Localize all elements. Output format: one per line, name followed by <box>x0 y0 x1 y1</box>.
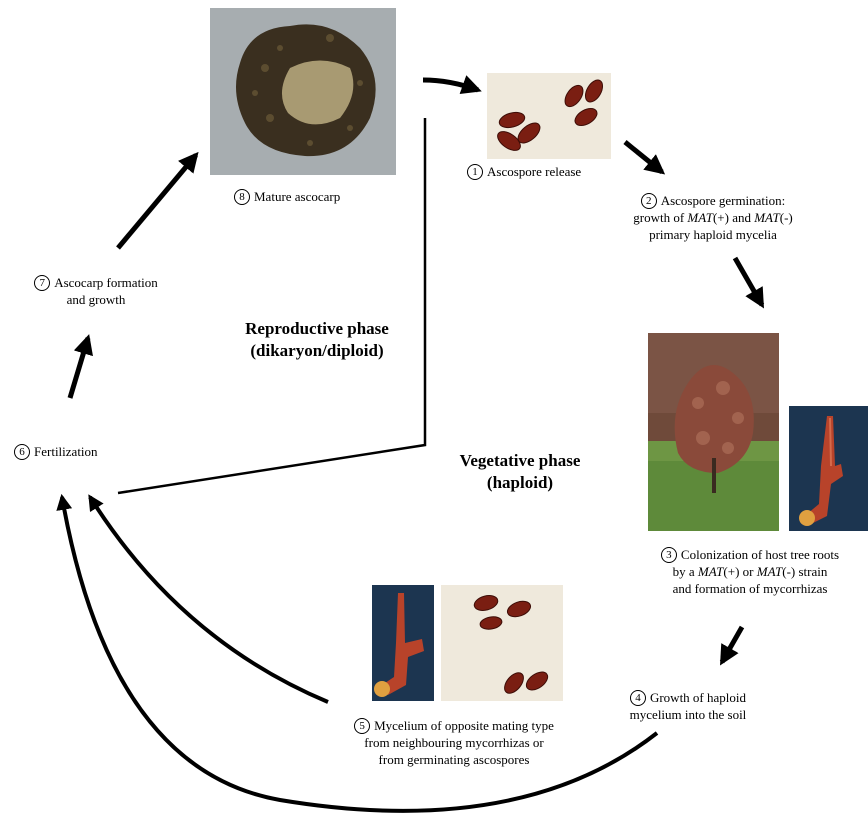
step-3-line2-a: by a <box>673 564 698 579</box>
step-7-caption: 7 Ascocarp formation and growth <box>16 274 176 308</box>
step-2-mat-plus: MAT <box>687 210 713 225</box>
step-6-number: 6 <box>14 444 30 460</box>
step-6-text: Fertilization <box>34 444 98 459</box>
mature-ascocarp-photo <box>210 8 396 175</box>
step-5-line2: from neighbouring mycorrhizas or <box>334 734 574 751</box>
arrow-5-to-6 <box>90 497 328 702</box>
mycelium-photo <box>372 585 434 701</box>
step-1-number: 1 <box>467 164 483 180</box>
step-5-line1: Mycelium of opposite mating type <box>374 718 554 733</box>
step-2-caption: 2 Ascospore germination: growth of MAT(+)… <box>608 192 818 243</box>
step-1-text: Ascospore release <box>487 164 581 179</box>
step-8-caption: 8 Mature ascocarp <box>234 188 340 205</box>
vegetative-phase-line2: (haploid) <box>440 472 600 494</box>
step-2-line2-b: (+) and <box>713 210 754 225</box>
step-3-line2-c: (-) strain <box>782 564 827 579</box>
arrow-1-to-2 <box>625 142 662 172</box>
germinating-ascospores-photo <box>441 585 563 701</box>
step-2-line2: growth of MAT(+) and MAT(-) <box>608 209 818 226</box>
step-7-number: 7 <box>34 275 50 291</box>
step-3-mat-plus: MAT <box>698 564 724 579</box>
arrow-2-to-3 <box>735 258 762 305</box>
step-3-line1: Colonization of host tree roots <box>681 547 839 562</box>
arrow-6-to-7 <box>70 338 88 398</box>
step-6-caption: 6 Fertilization <box>14 443 98 460</box>
step-2-line3: primary haploid mycelia <box>608 226 818 243</box>
vegetative-phase-line1: Vegetative phase <box>440 450 600 472</box>
step-3-line3: and formation of mycorrhizas <box>632 580 868 597</box>
step-2-number: 2 <box>641 193 657 209</box>
reproductive-phase-line1: Reproductive phase <box>222 318 412 340</box>
step-5-line3: from germinating ascospores <box>334 751 574 768</box>
step-3-caption: 3 Colonization of host tree roots by a MA… <box>632 546 868 597</box>
step-3-line2-b: (+) or <box>723 564 756 579</box>
step-2-line2-c: (-) <box>780 210 793 225</box>
step-3-mat-minus: MAT <box>757 564 783 579</box>
mycorrhiza-photo <box>789 406 868 531</box>
step-3-number: 3 <box>661 547 677 563</box>
step-8-number: 8 <box>234 189 250 205</box>
step-1-caption: 1 Ascospore release <box>467 163 581 180</box>
reproductive-phase-line2: (dikaryon/diploid) <box>222 340 412 362</box>
arrow-7-to-8 <box>118 155 196 248</box>
step-2-mat-minus: MAT <box>754 210 780 225</box>
step-2-line1: Ascospore germination: <box>661 193 786 208</box>
step-4-line2: mycelium into the soil <box>603 706 773 723</box>
host-tree-photo <box>648 333 779 531</box>
step-5-number: 5 <box>354 718 370 734</box>
step-5-caption: 5 Mycelium of opposite mating type from n… <box>334 717 574 768</box>
reproductive-phase-label: Reproductive phase (dikaryon/diploid) <box>222 318 412 362</box>
step-4-caption: 4 Growth of haploid mycelium into the soi… <box>603 689 773 723</box>
step-8-text: Mature ascocarp <box>254 189 340 204</box>
step-3-line2: by a MAT(+) or MAT(-) strain <box>632 563 868 580</box>
step-7-line1: Ascocarp formation <box>54 275 158 290</box>
arrow-8-to-1 <box>423 80 478 90</box>
step-7-line2: and growth <box>16 291 176 308</box>
step-2-line2-a: growth of <box>633 210 687 225</box>
arrow-3-to-4 <box>722 627 742 662</box>
step-4-number: 4 <box>630 690 646 706</box>
step-4-line1: Growth of haploid <box>650 690 746 705</box>
ascospores-photo <box>487 73 611 159</box>
vegetative-phase-label: Vegetative phase (haploid) <box>440 450 600 494</box>
